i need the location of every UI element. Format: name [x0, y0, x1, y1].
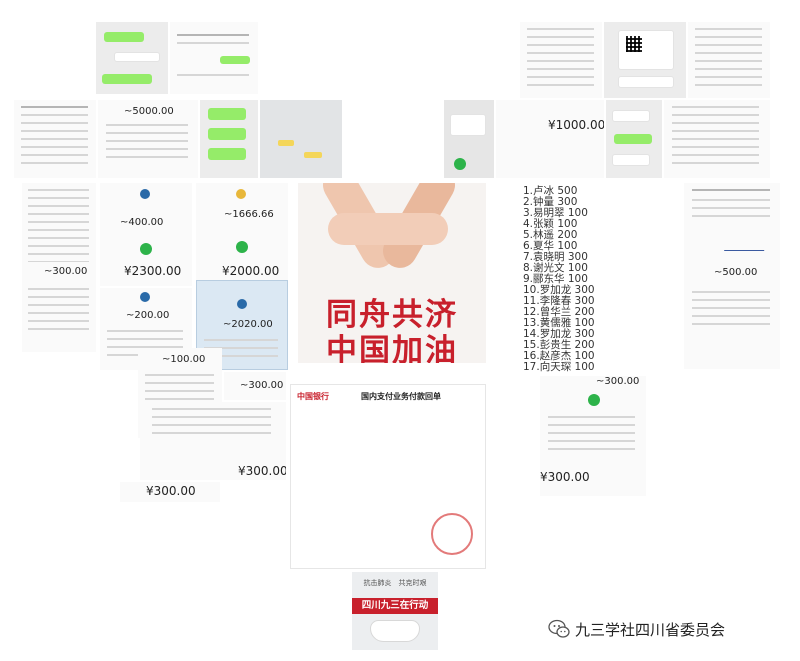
amount-500: ~500.00 — [714, 267, 758, 278]
list-item: 2.钟量 300 — [523, 196, 578, 208]
success-check-icon — [588, 394, 600, 406]
list-item: 15.彭贵生 200 — [523, 339, 595, 351]
success-check-icon — [236, 241, 248, 253]
campaign-banner: 抗击肺炎 共克时艰 四川九三在行动 — [352, 572, 438, 650]
transfer-receipt-500: ~500.00 — [684, 183, 780, 369]
chat-screenshot-3 — [200, 100, 258, 178]
list-screenshot-3 — [664, 100, 770, 178]
transfer-receipt-5000: ~5000.00 — [98, 100, 198, 178]
banner-bar: 四川九三在行动 — [352, 598, 438, 614]
banner-top-text: 抗击肺炎 共克时艰 — [363, 579, 427, 587]
list-item: 10.罗加龙 300 — [523, 284, 595, 296]
watermark-text: 九三学社四川省委员会 — [575, 620, 726, 639]
list-item: 13.黄儒雅 100 — [523, 317, 595, 329]
amount-y300-c: ¥300.00 — [540, 470, 590, 484]
list-screenshot-1 — [520, 22, 602, 98]
fund-logo-icon — [140, 189, 150, 199]
list-item: 3.易明翠 100 — [523, 207, 588, 219]
receipt-doc-1 — [14, 100, 96, 178]
transfer-receipt-300-left: ~300.00 — [22, 262, 96, 352]
list-item: 11.李隆春 300 — [523, 295, 595, 307]
transfer-receipt-400: ~400.00 — [100, 183, 192, 269]
qr-chat-screenshot — [604, 22, 686, 98]
banner-bar-text: 四川九三在行动 — [361, 600, 429, 611]
amount-300-right: ~300.00 — [596, 376, 640, 387]
chat-screenshot-1 — [96, 22, 168, 94]
wechat-icon — [548, 619, 570, 638]
list-item: 6.夏华 100 — [523, 240, 578, 252]
donor-list: 1.卢冰 500 2.钟量 300 3.易明翠 100 4.张颖 100 5.林… — [493, 183, 648, 373]
account-watermark: 九三学社四川省委员会 — [548, 618, 725, 640]
phone-screenshot — [444, 100, 494, 178]
amount-300-mid: ~300.00 — [240, 380, 284, 391]
transfer-receipt-1666: ~1666.66 — [196, 183, 288, 269]
transfer-receipt-1000: ¥1000.00 — [496, 100, 604, 178]
amount-2300: ¥2300.00 — [124, 264, 182, 278]
list-item: 12.曾华兰 200 — [523, 306, 595, 318]
list-item: 14.罗加龙 300 — [523, 328, 595, 340]
list-screenshot-2 — [688, 22, 770, 98]
amount-1666: ~1666.66 — [224, 209, 274, 220]
amount-y300-b: ¥300.00 — [146, 484, 196, 498]
list-screenshot-4 — [22, 183, 96, 275]
transfer-receipt-300-b: ¥300.00 — [120, 482, 220, 502]
amount-2020: ~2020.00 — [223, 319, 273, 330]
fund-logo-icon — [140, 292, 150, 302]
chat-screenshot-2 — [170, 22, 258, 94]
bank-payment-receipt: 中国银行 国内支付业务付款回单 — [290, 384, 486, 569]
success-check-icon — [140, 243, 152, 255]
transfer-receipt-2300: ¥2300.00 — [100, 262, 192, 286]
list-item: 4.张颖 100 — [523, 218, 578, 230]
list-item: 9.郦东华 100 — [523, 273, 588, 285]
chat-screenshot-4 — [606, 100, 662, 178]
amount-5000: ~5000.00 — [124, 106, 174, 117]
transfer-receipt-300-right: ~300.00 ¥300.00 — [540, 376, 646, 496]
poster-slogan-line2: 中国加油 — [326, 333, 458, 363]
mask-image — [370, 620, 420, 642]
amount-1000: ¥1000.00 — [548, 118, 604, 132]
poster-slogan-line1: 同舟共济 — [326, 297, 458, 333]
amount-200: ~200.00 — [126, 310, 170, 321]
amount-y300-a: ¥300.00 — [238, 464, 286, 478]
list-item: 16.赵彦杰 100 — [523, 350, 595, 362]
list-item: 7.袁晓明 300 — [523, 251, 588, 263]
receipt-title: 国内支付业务付款回单 — [361, 392, 441, 401]
amount-400: ~400.00 — [120, 217, 164, 228]
list-item: 5.林遥 200 — [523, 229, 578, 241]
amount-2000: ¥2000.00 — [222, 264, 280, 278]
list-item: 8.谢光文 100 — [523, 262, 588, 274]
amount-300-left: ~300.00 — [44, 266, 88, 277]
signature-mark — [723, 229, 773, 251]
list-item: 17.向天琛 100 — [523, 361, 595, 373]
fund-logo-icon — [237, 299, 247, 309]
transfer-receipt-300-a: ¥300.00 — [140, 402, 286, 480]
transfer-receipt-300-mid: ~300.00 — [224, 372, 286, 400]
solidarity-poster: 同舟共济 中国加油 — [298, 183, 486, 363]
bank-name: 中国银行 — [297, 392, 329, 401]
amount-100: ~100.00 — [162, 354, 206, 365]
bank-stamp — [431, 513, 473, 555]
fund-logo-icon — [236, 189, 246, 199]
list-item: 1.卢冰 500 — [523, 185, 578, 197]
photo-screenshot — [260, 100, 342, 178]
